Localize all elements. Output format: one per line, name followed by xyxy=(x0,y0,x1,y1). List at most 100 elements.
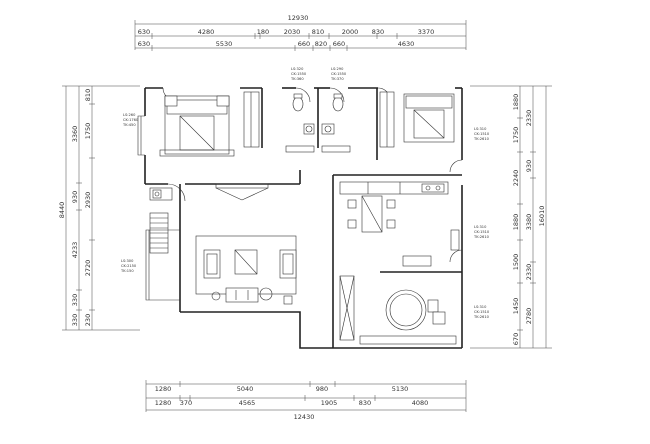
bottom-row1-dim-4: 5130 xyxy=(392,385,409,393)
svg-text:CK:1550: CK:1550 xyxy=(331,72,347,76)
top-row1-dim-7: 830 xyxy=(372,28,384,36)
doors xyxy=(137,87,463,301)
right-col1-dim-5: 1500 xyxy=(512,254,520,271)
svg-text:CK:1760: CK:1760 xyxy=(123,118,139,122)
stair-hatch xyxy=(149,212,169,254)
right-col1-dim-1: 1880 xyxy=(512,94,520,111)
top-overall-dim: 12930 xyxy=(288,14,309,22)
kitchen-dining: LS:310 CK:1510 TK:2610 xyxy=(339,181,490,267)
left-outer-dim: 8440 xyxy=(58,202,66,219)
top-row2-dim-4: 820 xyxy=(315,40,327,48)
bath1-label: LS:320 CK:1550 TK:360 xyxy=(290,67,307,81)
right-col2-dim-2: 930 xyxy=(525,160,533,172)
round-desk-icon xyxy=(385,289,427,331)
svg-text:LS:310: LS:310 xyxy=(474,225,487,229)
second-bedroom: LS:310 CK:1510 TK:2610 xyxy=(379,91,490,148)
toilet-icon-2 xyxy=(332,96,344,112)
left-col2-dim-3: 2930 xyxy=(84,192,92,209)
left-col2-dim-2: 1750 xyxy=(84,123,92,140)
svg-text:CK:2150: CK:2150 xyxy=(121,264,137,268)
right-col2-dim-1: 2330 xyxy=(525,110,533,127)
armchair-icon xyxy=(203,249,221,279)
balcony-nook xyxy=(149,187,173,201)
svg-text:TK:370: TK:370 xyxy=(330,77,344,81)
right-col2-dim-5: 2780 xyxy=(525,308,533,325)
svg-text:LS:310: LS:310 xyxy=(474,305,487,309)
kitchen-counter xyxy=(339,181,449,195)
bed2-label: LS:310 CK:1510 TK:2610 xyxy=(473,127,490,141)
bath2-label: LS:290 CK:1550 TK:370 xyxy=(330,67,347,81)
svg-text:CK:1550: CK:1550 xyxy=(291,72,307,76)
left-col2-dim-4: 2720 xyxy=(84,260,92,277)
top-row1-dim-3: 180 xyxy=(257,28,269,36)
top-row2-dim-3: 660 xyxy=(298,40,310,48)
svg-text:CK:1510: CK:1510 xyxy=(474,132,490,136)
svg-text:TK:450: TK:450 xyxy=(122,123,136,127)
right-col1-dim-2: 1750 xyxy=(512,127,520,144)
top-row1-dim-4: 2030 xyxy=(284,28,301,36)
svg-text:LS:290: LS:290 xyxy=(331,67,344,71)
bottom-row2-dim-2: 370 xyxy=(180,399,192,407)
svg-text:LS:310: LS:310 xyxy=(474,127,487,131)
sofa-icon xyxy=(225,287,259,303)
wardrobe-icon xyxy=(243,91,260,148)
bottom-overall-dim: 12430 xyxy=(294,413,315,421)
bottom-row2-dim-6: 4080 xyxy=(412,399,429,407)
fridge-icon xyxy=(450,229,460,251)
svg-text:TK:150: TK:150 xyxy=(120,269,134,273)
bottom-row2-dim-3: 4565 xyxy=(239,399,256,407)
right-col1-dim-4: 1880 xyxy=(512,214,520,231)
left-col1-dim-4: 330 xyxy=(71,294,79,306)
top-row2-dim-5: 660 xyxy=(333,40,345,48)
right-col1-dim-7: 670 xyxy=(512,333,520,345)
bottom-dimension-chain: 1280 5040 980 5130 1280 370 4565 1905 83… xyxy=(145,380,467,421)
master-bedroom-label: LS:260 CK:1760 TK:450 xyxy=(122,113,139,127)
svg-text:LS:260: LS:260 xyxy=(123,113,136,117)
svg-text:CK:1510: CK:1510 xyxy=(474,310,490,314)
left-col2-dim-1: 810 xyxy=(84,89,92,101)
master-bedroom: LS:260 CK:1760 TK:450 xyxy=(122,91,260,157)
right-col1-dim-3: 2240 xyxy=(512,170,520,187)
svg-text:TK:2610: TK:2610 xyxy=(473,235,490,239)
bed-icon-2 xyxy=(403,93,455,143)
right-col1-dim-6: 1450 xyxy=(512,298,520,315)
top-row1-dim-1: 630 xyxy=(138,28,150,36)
bathrooms: LS:320 CK:1550 TK:360 LS:290 CK:1550 TK:… xyxy=(285,67,351,153)
left-dimension-chain: 8440 3360 930 4233 330 330 810 1750 2930… xyxy=(58,85,140,331)
left-col1-dim-2: 930 xyxy=(71,191,79,203)
left-col2-dim-5: 230 xyxy=(84,314,92,326)
top-row2-dim-6: 4630 xyxy=(398,40,415,48)
top-row1-dim-5: 810 xyxy=(312,28,324,36)
bottom-row2-dim-5: 830 xyxy=(359,399,371,407)
bottom-row1-dim-2: 5040 xyxy=(237,385,254,393)
svg-text:TK:2610: TK:2610 xyxy=(473,137,490,141)
svg-text:TK:2610: TK:2610 xyxy=(473,315,490,319)
left-col1-dim-3: 4233 xyxy=(71,242,79,259)
living-room: LS:300 CK:2150 TK:150 xyxy=(120,183,297,305)
left-col1-dim-1: 3360 xyxy=(71,126,79,143)
walls xyxy=(144,87,463,349)
top-row1-dim-8: 3370 xyxy=(418,28,435,36)
right-dimension-chain: 1880 1750 2240 1880 1500 1450 670 2330 9… xyxy=(470,85,552,349)
right-col2-dim-4: 2330 xyxy=(525,264,533,281)
top-row1-dim-2: 4280 xyxy=(198,28,215,36)
stove-icon xyxy=(421,183,445,193)
svg-text:LS:320: LS:320 xyxy=(291,67,304,71)
top-row2-dim-2: 5530 xyxy=(216,40,233,48)
top-row1-dim-6: 2000 xyxy=(342,28,359,36)
bottom-row2-dim-4: 1905 xyxy=(321,399,338,407)
svg-text:TK:360: TK:360 xyxy=(290,77,304,81)
armchair-icon-2 xyxy=(279,249,297,279)
chair-icon xyxy=(347,199,357,209)
top-row2-dim-1: 630 xyxy=(138,40,150,48)
svg-text:CK:1510: CK:1510 xyxy=(474,230,490,234)
living-label: LS:300 CK:2150 TK:150 xyxy=(120,259,137,273)
left-col1-dim-5: 330 xyxy=(71,314,79,326)
bottom-row1-dim-1: 1280 xyxy=(155,385,172,393)
study-label: LS:310 CK:1510 TK:2610 xyxy=(473,305,490,319)
right-outer-dim: 16010 xyxy=(538,206,546,227)
kitchen-label: LS:310 CK:1510 TK:2610 xyxy=(473,225,490,239)
top-dimension-chain: 12930 630 4280 180 2030 810 2000 830 337… xyxy=(134,14,467,51)
right-col2-dim-3: 3380 xyxy=(525,214,533,231)
